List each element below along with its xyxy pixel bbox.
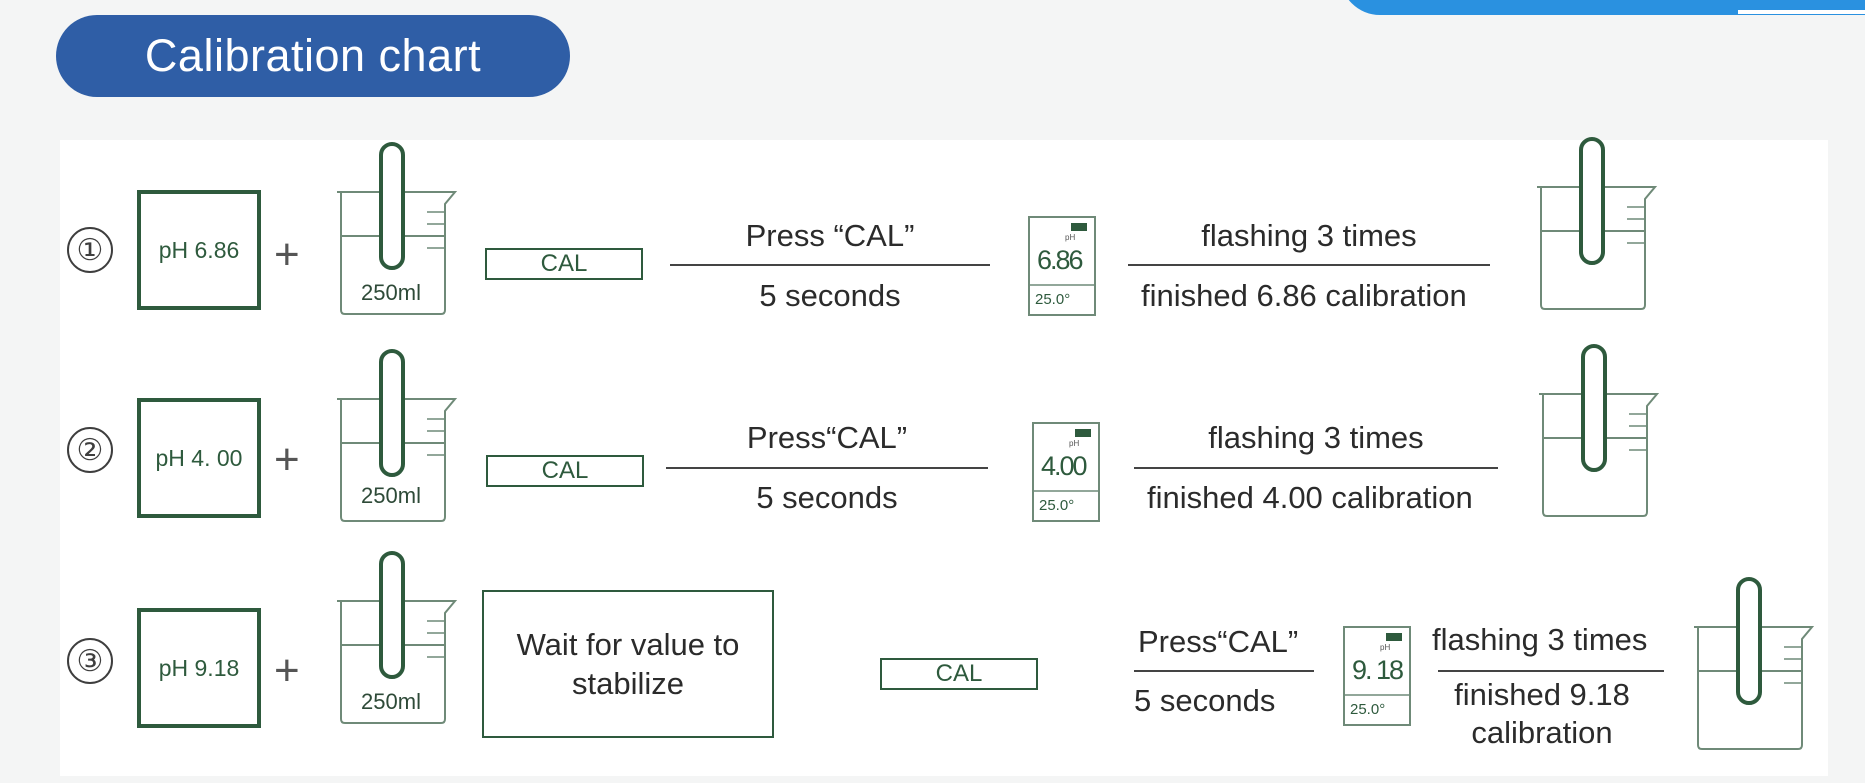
beaker-with-probe: 250ml (333, 549, 463, 729)
beaker-icon (337, 349, 458, 522)
beaker-with-probe: 250ml (333, 140, 463, 320)
meter-temperature: 25.0° (1350, 701, 1386, 718)
duration-label: 5 seconds (756, 480, 898, 515)
beaker-volume: 250ml (361, 280, 421, 305)
step-number-3: ③ (67, 638, 113, 684)
divider-line (1134, 467, 1498, 469)
meter-reading: 4.00 (1041, 451, 1088, 481)
flashing-label: flashing 3 times (1201, 218, 1417, 253)
top-accent-bar (1340, 0, 1865, 15)
cal-button: CAL (485, 248, 643, 280)
beaker-volume: 250ml (361, 689, 421, 714)
finished-label: finished 6.86 calibration (1141, 278, 1467, 313)
flashing-label: flashing 3 times (1208, 420, 1424, 455)
cal-button: CAL (880, 658, 1038, 690)
duration-label: 5 seconds (759, 278, 901, 313)
press-cal-label: Press “CAL” (745, 218, 915, 253)
meter-unit: pH (1069, 439, 1080, 448)
meter-temperature: 25.0° (1035, 291, 1071, 308)
divider-line (1134, 670, 1314, 672)
wait-instruction-box: Wait for value to stabilize (482, 590, 774, 738)
cal-button: CAL (486, 455, 644, 487)
finished-label: finished 9.18 calibration (1454, 677, 1630, 750)
meter-reading: 6.86 (1037, 245, 1084, 275)
meter-frame-icon (1028, 216, 1096, 316)
result-beaker-with-probe (1690, 575, 1820, 755)
press-cal-label: Press“CAL” (746, 420, 908, 455)
ph-meter-display: pH 6.86 25.0° (1027, 215, 1097, 317)
divider-line (670, 264, 990, 266)
press-cal-label: Press“CAL” (1138, 624, 1299, 659)
meter-unit: pH (1065, 233, 1076, 242)
beaker-icon (1537, 137, 1658, 310)
beaker-with-probe: 250ml (333, 347, 463, 527)
divider-line (666, 467, 988, 469)
divider-line (1438, 670, 1664, 672)
page-title: Calibration chart (144, 30, 482, 81)
step-number-2: ② (67, 427, 113, 473)
top-accent-line (1738, 10, 1865, 14)
meter-temperature: 25.0° (1039, 497, 1075, 514)
plus-sign: + (274, 435, 300, 484)
meter-reading: 9. 18 (1352, 655, 1404, 685)
ph-buffer-box: pH 9.18 (137, 608, 261, 728)
step-number-1: ① (67, 227, 113, 273)
divider-line (1128, 264, 1490, 266)
title-pill: Calibration chart (56, 15, 570, 97)
meter-frame-icon (1032, 422, 1100, 522)
ph-buffer-box: pH 4. 00 (137, 398, 261, 518)
finished-label: finished 4.00 calibration (1147, 480, 1473, 515)
flashing-label: flashing 3 times (1432, 622, 1648, 657)
result-beaker-with-probe (1533, 135, 1663, 315)
beaker-icon (1539, 344, 1660, 517)
beaker-icon (337, 142, 458, 315)
meter-unit: pH (1380, 643, 1391, 652)
meter-frame-icon (1343, 626, 1411, 726)
plus-sign: + (274, 230, 300, 279)
wait-label: Wait for value to stabilize (516, 627, 740, 701)
result-beaker-with-probe (1535, 342, 1665, 522)
beaker-icon (1694, 577, 1815, 750)
duration-label: 5 seconds (1134, 683, 1276, 718)
ph-buffer-box: pH 6.86 (137, 190, 261, 310)
beaker-icon (337, 551, 458, 724)
beaker-volume: 250ml (361, 483, 421, 508)
ph-meter-display: pH 4.00 25.0° (1031, 421, 1101, 523)
ph-meter-display: pH 9. 18 25.0° (1342, 625, 1412, 727)
plus-sign: + (274, 646, 300, 695)
